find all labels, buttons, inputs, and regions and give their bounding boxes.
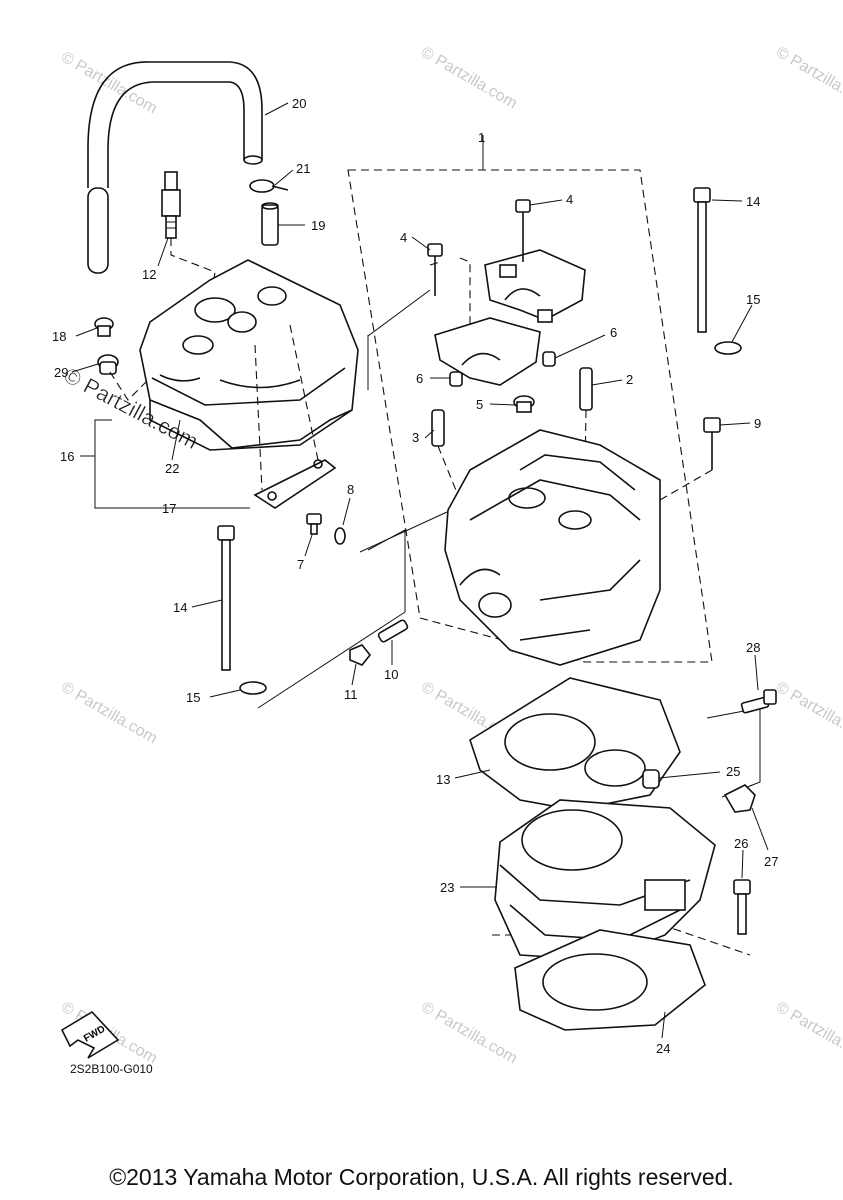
cylinder-head [444, 429, 661, 666]
cap-bolt [427, 243, 443, 296]
callout-labels: 1 2 3 4 4 5 6 6 7 8 9 10 11 12 13 14 14 … [52, 96, 778, 1056]
callout-4b: 4 [400, 230, 407, 245]
callout-27: 27 [764, 854, 778, 869]
callout-8: 8 [347, 482, 354, 497]
watermark-logo: © Partzilla.com [773, 999, 843, 1068]
callout-22: 22 [165, 461, 179, 476]
exhaust-stud [377, 619, 409, 643]
cover-bolt [94, 317, 114, 337]
callout-23: 23 [440, 880, 454, 895]
cylinder-bolt [740, 689, 777, 714]
washer [714, 341, 742, 355]
watermark-logo: © Partzilla.com [58, 679, 160, 748]
breather-hose [87, 61, 263, 274]
long-bolt [217, 525, 235, 671]
washer [239, 681, 267, 695]
callout-24: 24 [656, 1041, 670, 1056]
callout-leaders [71, 102, 769, 1039]
callout-2: 2 [626, 372, 633, 387]
callout-6: 6 [610, 325, 617, 340]
head-cover-gasket [151, 367, 346, 406]
callout-26: 26 [734, 836, 748, 851]
callout-15b: 15 [186, 690, 200, 705]
plug [513, 395, 535, 413]
callout-21: 21 [296, 161, 310, 176]
callout-14: 14 [746, 194, 760, 209]
callout-7: 7 [297, 557, 304, 572]
callout-15: 15 [746, 292, 760, 307]
spark-plug-cap [261, 202, 279, 246]
dowel [642, 769, 660, 789]
callout-25: 25 [726, 764, 740, 779]
callout-10: 10 [384, 667, 398, 682]
callout-5: 5 [476, 397, 483, 412]
watermark-logo: © Partzilla.com [418, 44, 520, 113]
stud-bolt [431, 409, 445, 447]
head-bolt [703, 417, 721, 470]
stud-bolt [579, 367, 593, 411]
dowel-pin [449, 371, 463, 387]
cylinder-base-bolt [733, 879, 751, 935]
cover-plate [253, 459, 337, 509]
callout-16: 16 [60, 449, 74, 464]
diagram-code: 2S2B100-G010 [70, 1062, 153, 1076]
callout-17: 17 [162, 501, 176, 516]
hose-clip [249, 179, 289, 193]
cylinder-base-gasket [514, 929, 706, 1031]
long-bolt [693, 187, 711, 333]
callout-12: 12 [142, 267, 156, 282]
callout-6b: 6 [416, 371, 423, 386]
small-bolt [306, 513, 322, 535]
dowel-pin [542, 351, 556, 367]
callout-11: 11 [344, 687, 358, 702]
callout-20: 20 [292, 96, 306, 111]
callout-4: 4 [566, 192, 573, 207]
nut [349, 644, 372, 666]
watermark-logo: © Partzilla.com [418, 999, 520, 1068]
callout-29: 29 [54, 365, 68, 380]
grommet [97, 354, 119, 375]
spark-plug [161, 171, 181, 239]
o-ring [334, 527, 346, 545]
callout-13: 13 [436, 772, 450, 787]
callout-19: 19 [311, 218, 325, 233]
cylinder-head-cover [139, 259, 359, 451]
watermark-logo: © Partzilla.com [773, 44, 843, 113]
callout-14b: 14 [173, 600, 187, 615]
camshaft-caps [434, 249, 586, 386]
callout-28: 28 [746, 640, 760, 655]
callout-18: 18 [52, 329, 66, 344]
cylinder-head-gasket [469, 677, 681, 811]
fwd-arrow-icon: FWD [60, 1010, 120, 1059]
callout-3: 3 [412, 430, 419, 445]
watermark-logo: © Partzilla.com [773, 679, 843, 748]
callout-9: 9 [754, 416, 761, 431]
copyright-notice: ©2013 Yamaha Motor Corporation, U.S.A. A… [109, 1164, 734, 1190]
tensioner-cap [723, 784, 756, 813]
callout-1: 1 [478, 130, 485, 145]
cylinder [494, 799, 716, 961]
cap-bolt [515, 199, 531, 262]
